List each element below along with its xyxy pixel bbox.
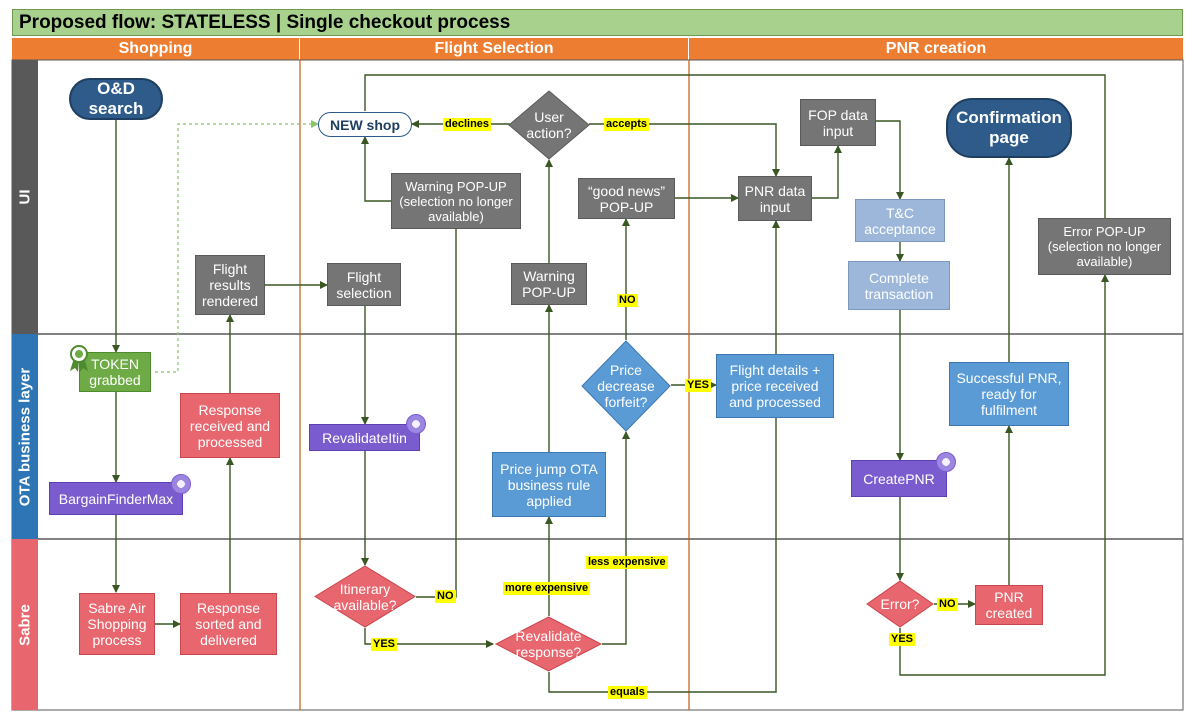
edge-equals (548, 220, 780, 693)
create-pnr-node: CreatePNR (851, 460, 947, 497)
error-popup-node: Error POP-UP (selection no longer availa… (1038, 218, 1171, 275)
pnr-created-node: PNR created (975, 585, 1043, 625)
edge-error-yes (899, 274, 1109, 676)
edge-label-yes-itinerary: YES (371, 638, 398, 651)
edge-label-more-expensive: more expensive (503, 582, 591, 595)
response-received-node: Response received and processed (180, 393, 280, 458)
warning-popup-selection-node: Warning POP-UP (selection no longer avai… (391, 173, 521, 229)
warning-popup-node: Warning POP-UP (511, 263, 587, 305)
revalidate-itin-node: RevalidateItin (309, 424, 420, 451)
token-grabbed-node: TOKEN grabbed (79, 352, 151, 392)
api-globe-icon (936, 452, 956, 472)
revalidate-response-decision: Revalidate response? (494, 616, 603, 672)
price-decrease-decision: Price decrease forfeit? (581, 340, 671, 432)
error-decision: Error? (866, 580, 934, 628)
od-search-node: O&D search (69, 78, 163, 120)
edge-newshop-loop (364, 74, 1109, 271)
edge-less-expensive (602, 431, 630, 645)
lane-label-ui: UI (12, 60, 38, 334)
column-header-pnr-creation: PNR creation (689, 38, 1183, 60)
edge-label-declines: declines (443, 118, 492, 131)
bargain-finder-max-node: BargainFinderMax (49, 482, 183, 515)
edge-itinerary-yes (364, 628, 494, 648)
user-action-decision: User action? (508, 90, 590, 160)
edge-pnr-to-fop (812, 145, 842, 199)
edge-label-less-expensive: less expensive (586, 556, 668, 569)
edge-label-yes-error: YES (889, 633, 916, 646)
flight-results-node: Flight results rendered (195, 255, 265, 315)
column-header-shopping: Shopping (12, 38, 300, 60)
flight-selection-node: Flight selection (327, 263, 401, 306)
edge-label-no-price: NO (617, 294, 638, 307)
edge-label-equals: equals (608, 686, 647, 699)
edge-label-no-error: NO (937, 598, 958, 611)
edge-fop-to-tc (876, 120, 904, 200)
new-shop-node: NEW shop (318, 112, 412, 137)
edge-warning-sel-to-newshop (361, 136, 391, 202)
successful-pnr-node: Successful PNR, ready for fulfilment (949, 362, 1069, 426)
confirmation-page-node: Confirmation page (946, 98, 1072, 158)
edge-label-accepts: accepts (604, 118, 649, 131)
sabre-air-shopping-node: Sabre Air Shopping process (79, 593, 155, 655)
edge-itinerary-no (416, 229, 457, 598)
ribbon-badge-icon (70, 345, 88, 372)
edge-label-yes-price: YES (685, 379, 712, 392)
response-sorted-node: Response sorted and delivered (180, 593, 277, 655)
edge-accepts (589, 123, 780, 177)
lane-label-sabre: Sabre (12, 539, 38, 710)
pnr-data-input-node: PNR data input (738, 176, 812, 221)
complete-transaction-node: Complete transaction (848, 261, 950, 310)
fop-data-input-node: FOP data input (800, 99, 876, 146)
tc-acceptance-node: T&C acceptance (855, 199, 945, 242)
api-globe-icon (406, 414, 426, 434)
price-jump-node: Price jump OTA business rule applied (492, 452, 606, 517)
diagram-title: Proposed flow: STATELESS | Single checko… (12, 9, 1183, 36)
good-news-popup-node: “good news” POP-UP (578, 178, 675, 219)
lane-label-ota: OTA business layer (12, 334, 38, 539)
itinerary-available-decision: Itinerary available? (314, 565, 416, 628)
edge-label-no-itinerary: NO (435, 590, 456, 603)
flight-details-node: Flight details + price received and proc… (716, 354, 834, 418)
edge-token-to-newshop (155, 120, 319, 373)
api-globe-icon (171, 474, 191, 494)
column-header-flight-selection: Flight Selection (300, 38, 689, 60)
